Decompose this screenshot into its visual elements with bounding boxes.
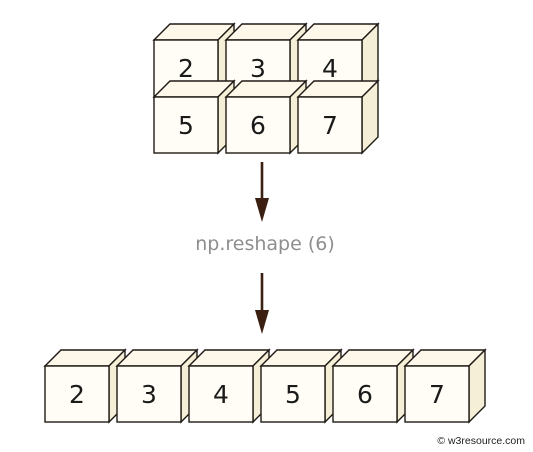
copyright-text: © w3resource.com — [437, 435, 525, 447]
result-cube-5: 7 — [403, 348, 487, 424]
cube-value: 6 — [357, 380, 373, 409]
source-cube-r1-c2: 7 — [296, 79, 380, 155]
arrow-down-top — [255, 162, 269, 222]
cube-front-face — [225, 96, 291, 154]
cube-value: 2 — [178, 54, 194, 83]
operation-label: np.reshape (6) — [195, 233, 335, 255]
cube-front-face — [116, 365, 182, 423]
cube-value: 4 — [322, 54, 338, 83]
cube-front-face — [44, 365, 110, 423]
cube-front-face — [188, 365, 254, 423]
arrow-down-bottom — [255, 273, 269, 334]
result-cube-3: 5 — [259, 348, 343, 424]
source-array-2x3: 2 3 4 5 6 7 — [152, 22, 380, 155]
cube-value: 5 — [178, 111, 194, 140]
cube-front-face — [153, 96, 219, 154]
cube-value: 7 — [322, 111, 338, 140]
cube-value: 6 — [250, 111, 266, 140]
cube-value: 5 — [285, 380, 301, 409]
cube-front-face — [297, 96, 363, 154]
cube-value: 3 — [141, 380, 157, 409]
result-array-1x6: 2 3 4 5 6 7 — [43, 348, 487, 424]
cube-front-face — [404, 365, 470, 423]
result-cube-1: 3 — [115, 348, 199, 424]
result-cube-4: 6 — [331, 348, 415, 424]
result-cube-0: 2 — [43, 348, 127, 424]
cube-value: 4 — [213, 380, 229, 409]
result-cube-2: 4 — [187, 348, 271, 424]
cube-front-face — [260, 365, 326, 423]
cube-front-face — [332, 365, 398, 423]
cube-value: 3 — [250, 54, 266, 83]
source-cube-r1-c1: 6 — [224, 79, 308, 155]
cube-value: 7 — [429, 380, 445, 409]
cube-value: 2 — [69, 380, 85, 409]
source-cube-r1-c0: 5 — [152, 79, 236, 155]
